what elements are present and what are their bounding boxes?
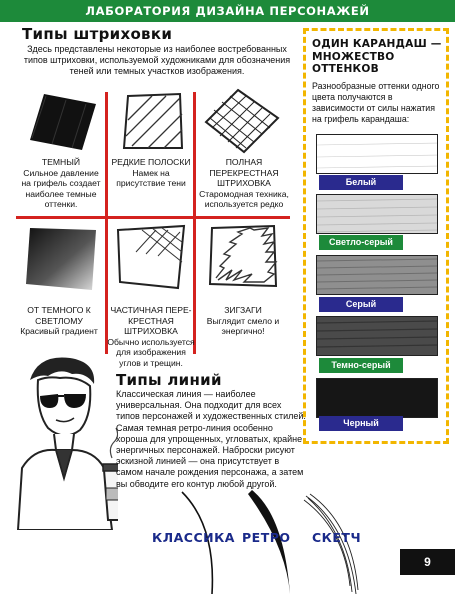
grid-divider-horizontal [16,216,290,219]
caption-full-crosshatch: ПОЛНАЯ ПЕРЕКРЕСТНАЯ ШТРИХОВКА Старомодна… [198,157,290,210]
caption-sparse-stripes: РЕДКИЕ ПОЛОСКИ Намек на присутствие тени [108,157,194,189]
caption-dark: ТЕМНЫЙ Сильное давление на грифель созда… [18,157,104,210]
shade-label-black: Черный [319,416,403,431]
top-banner: ЛАБОРАТОРИЯ ДИЗАЙНА ПЕРСОНАЖЕЙ [0,0,455,22]
shades-panel-title: Один карандаш — множество оттенков [312,38,442,76]
shade-label-grey: Серый [319,297,403,312]
shade-white [316,134,438,174]
swatch-full-crosshatch [204,88,280,154]
line-sample-classic [181,491,214,595]
caption-zigzag-desc: Выглядит смело и энергично! [206,315,280,337]
shade-dark-grey [316,316,438,356]
shade-light-grey [316,194,438,234]
shades-panel-desc: Разнообразные оттенки одного цвета получ… [312,81,440,124]
caption-partial-name: ЧАСТИЧНАЯ ПЕРЕ-КРЕСТНАЯ ШТРИХОВКА [110,305,192,336]
character-illustration [16,357,118,530]
line-sample-retro [248,490,290,594]
caption-zigzag: ЗИГЗАГИ Выглядит смело и энергично! [198,305,288,337]
shade-label-light-grey: Светло-серый [319,235,403,250]
caption-dark-desc: Сильное давление на грифель создает наиб… [21,167,101,210]
shade-black [316,378,438,418]
caption-crosshatch-name: ПОЛНАЯ ПЕРЕКРЕСТНАЯ ШТРИХОВКА [209,157,279,188]
line-label-sketch: СКЕТЧ [312,530,362,545]
caption-partial-crosshatch: ЧАСТИЧНАЯ ПЕРЕ-КРЕСТНАЯ ШТРИХОВКА Обычно… [106,305,196,368]
line-label-classic: КЛАССИКА [152,530,235,545]
caption-dark-to-light: ОТ ТЕМНОГО К СВЕТЛОМУ Красивый градиент [14,305,104,337]
caption-gradient-name: ОТ ТЕМНОГО К СВЕТЛОМУ [27,305,91,326]
grid-divider-vertical-1 [105,92,108,354]
hatching-intro: Здесь представлены некоторые из наиболее… [23,44,291,77]
line-sample-sketch [303,493,359,595]
shade-label-dark-grey: Темно-серый [319,358,403,373]
caption-zigzag-name: ЗИГЗАГИ [224,305,262,315]
caption-sparse-name: РЕДКИЕ ПОЛОСКИ [111,157,191,167]
swatch-partial-crosshatch [116,224,186,290]
caption-sparse-desc: Намек на присутствие тени [116,167,186,189]
swatch-zigzag [208,224,278,288]
shade-grey [316,255,438,295]
shade-label-white: Белый [319,175,403,190]
caption-dark-name: ТЕМНЫЙ [41,157,81,167]
swatch-dark-to-light [26,228,96,290]
caption-crosshatch-desc: Старомодная техника, используется редко [199,188,289,210]
line-samples [181,490,359,595]
lines-text: Классическая линия — наиболее универсаль… [116,389,306,489]
line-label-retro: РЕТРО [242,530,291,545]
grid-divider-vertical-2 [193,92,196,354]
hatching-title: Типы штриховки [22,25,173,43]
swatch-sparse-stripes [122,92,184,149]
swatch-dark [30,94,96,150]
caption-partial-desc: Обычно используется для изображения угло… [107,336,195,368]
caption-gradient-desc: Красивый градиент [20,326,98,336]
lines-title: Типы линий [116,371,222,389]
page-number: 9 [400,549,455,575]
